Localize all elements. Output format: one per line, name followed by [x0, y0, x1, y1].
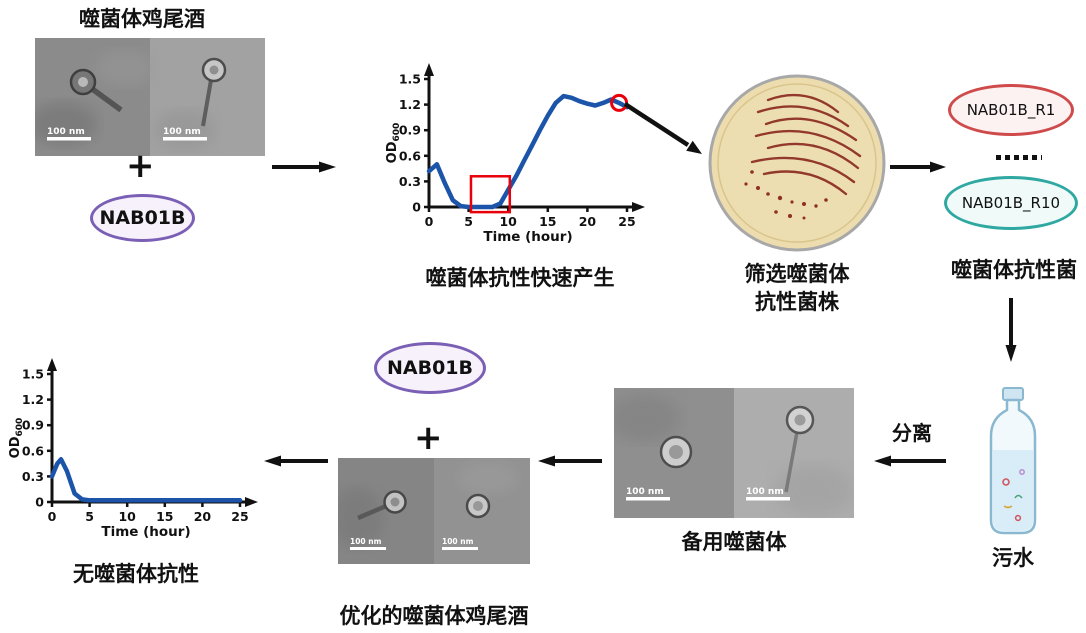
svg-text:Time (hour): Time (hour)	[483, 229, 572, 245]
scale-bar-label: 100 nm	[626, 487, 664, 497]
em-image-optimized-cocktail: 100 nm 100 nm	[338, 458, 530, 564]
arrow-backup-to-cocktail	[538, 455, 602, 467]
svg-text:5: 5	[464, 214, 473, 229]
sewage-caption: 污水	[992, 546, 1034, 570]
svg-text:1.2: 1.2	[399, 97, 421, 112]
scale-bar	[47, 137, 91, 141]
scale-bar	[350, 547, 386, 550]
svg-text:0.3: 0.3	[22, 469, 44, 484]
microbes-in-water	[1002, 469, 1025, 522]
svg-text:0: 0	[412, 200, 421, 215]
screening-caption: 筛选噬菌体 抗性菌株	[712, 260, 882, 317]
petri-dish-streak-plate	[708, 74, 886, 252]
svg-text:0: 0	[48, 509, 57, 524]
svg-text:0.6: 0.6	[399, 148, 421, 163]
scale-bar-label: 100 nm	[163, 127, 201, 137]
r1-label: NAB01B_R1	[966, 101, 1056, 119]
rapid-resistance-caption: 噬菌体抗性快速产生	[425, 266, 615, 290]
phage-cocktail-title: 噬菌体鸡尾酒	[79, 7, 205, 31]
svg-text:20: 20	[579, 214, 597, 229]
arrow-to-growth-chart	[272, 161, 336, 173]
svg-text:1.5: 1.5	[399, 72, 421, 87]
bacterial-streaks	[750, 93, 862, 196]
svg-text:0: 0	[35, 495, 44, 510]
svg-text:1.5: 1.5	[22, 367, 44, 382]
em-image-phage-cocktail: 100 nm 100 nm	[35, 38, 265, 156]
resistant-bacteria-caption: 噬菌体抗性菌	[951, 258, 1077, 282]
svg-text:10: 10	[118, 509, 136, 524]
sewage-bottle	[989, 387, 1037, 535]
svg-text:10: 10	[499, 214, 517, 229]
plus-sign-bottom: +	[414, 418, 443, 458]
scale-bar-label: 100 nm	[350, 537, 382, 546]
scale-bar	[163, 137, 207, 141]
svg-text:0.3: 0.3	[399, 174, 421, 189]
svg-text:25: 25	[231, 509, 248, 524]
plus-sign-top: +	[126, 146, 155, 186]
bacterial-colonies	[744, 170, 828, 220]
svg-text:OD600: OD600	[8, 418, 25, 459]
arrow-cocktail-to-chart2	[264, 455, 328, 467]
arrow-plate-to-strains	[890, 161, 946, 173]
resistant-strain-r10: NAB01B_R10	[944, 176, 1078, 230]
arrow-chart-to-plate	[623, 102, 702, 154]
scale-bar	[626, 497, 670, 501]
svg-text:5: 5	[85, 509, 94, 524]
phage-tail	[357, 503, 387, 521]
svg-text:15: 15	[539, 214, 556, 229]
host-bacterium-nab01b: NAB01B	[90, 194, 195, 242]
svg-text:20: 20	[194, 509, 212, 524]
phage-tail	[89, 85, 123, 113]
svg-text:OD600: OD600	[385, 123, 402, 164]
ellipsis-dots	[996, 155, 1042, 160]
screening-caption-line1: 筛选噬菌体	[744, 262, 850, 286]
host-label: NAB01B	[99, 207, 186, 229]
svg-text:0: 0	[425, 214, 434, 229]
svg-text:0.9: 0.9	[22, 418, 44, 433]
scale-bar	[746, 497, 790, 501]
svg-text:Time (hour): Time (hour)	[101, 524, 190, 540]
svg-text:1.2: 1.2	[22, 392, 44, 407]
scale-bar	[442, 547, 478, 550]
host-bacterium-nab01b-bottom: NAB01B	[374, 342, 486, 394]
no-resistance-caption: 无噬菌体抗性	[73, 562, 199, 586]
em-image-backup-phage: 100 nm 100 nm	[614, 388, 854, 518]
phage-tail	[784, 431, 799, 493]
resistant-strain-r1: NAB01B_R1	[948, 84, 1074, 136]
screening-caption-line2: 抗性菌株	[755, 290, 839, 315]
isolation-label: 分离	[892, 421, 932, 445]
svg-text:15: 15	[156, 509, 173, 524]
scale-bar-label: 100 nm	[442, 537, 474, 546]
r10-label: NAB01B_R10	[961, 194, 1061, 212]
phage-tail	[201, 79, 213, 127]
arrow-strains-to-sewage	[1005, 298, 1017, 362]
svg-text:0.9: 0.9	[399, 123, 421, 138]
svg-text:0.6: 0.6	[22, 443, 44, 458]
optimized-cocktail-caption: 优化的噬菌体鸡尾酒	[339, 604, 529, 628]
svg-text:25: 25	[618, 214, 635, 229]
arrow-sewage-to-backup	[874, 455, 946, 467]
scale-bar-label: 100 nm	[47, 127, 85, 137]
scale-bar-label: 100 nm	[746, 487, 784, 497]
backup-phage-caption: 备用噬菌体	[681, 530, 787, 554]
host-label-bottom: NAB01B	[386, 357, 473, 379]
